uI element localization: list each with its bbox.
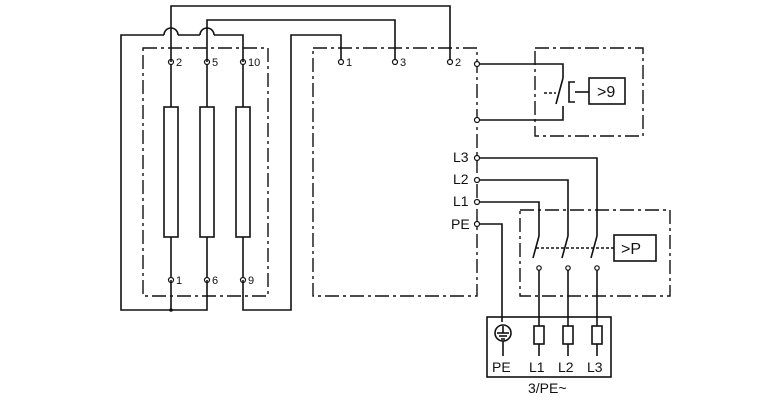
supply-terminal-box: PE L1 L2 L3 3/PE~ <box>486 316 612 396</box>
junction-top-label: 3 <box>400 57 406 69</box>
ground-icon <box>494 324 512 342</box>
fuse-icon <box>562 325 574 345</box>
junction-top-label: 1 <box>346 57 352 69</box>
switch-contact-icon <box>555 77 564 105</box>
supply-label-l2: L2 <box>558 359 574 375</box>
supply-enclosure <box>486 316 612 378</box>
junction-terminal-3 <box>391 58 399 66</box>
thermostat-label: >9 <box>597 84 615 101</box>
junction-thermostat-terminal <box>473 116 481 124</box>
fuse-icon <box>533 325 545 345</box>
heating-element-3 <box>235 106 251 238</box>
fuse-icon <box>591 325 603 345</box>
heating-element-1 <box>163 106 179 238</box>
wire-heater5-junction3 <box>206 19 396 62</box>
junction-top-label: 2 <box>455 57 461 69</box>
thermostat: >9 <box>479 47 644 137</box>
junction-terminal-l3 <box>473 154 481 162</box>
junction-side-label: L2 <box>453 171 469 187</box>
heater-bottom-label: 6 <box>212 275 218 287</box>
switch-contact-icon <box>561 235 569 259</box>
junction-terminal-l2 <box>473 176 481 184</box>
heater-top-label: 2 <box>176 57 182 69</box>
heater-top-label: 10 <box>248 57 260 69</box>
thermostat-enclosure <box>534 47 644 137</box>
pe-wire <box>479 223 503 322</box>
supply-label-l1: L1 <box>529 359 545 375</box>
junction-box: 1 3 2 L3 L2 L1 PE <box>312 47 481 297</box>
thermostat-relay-box <box>588 77 626 105</box>
junction-thermostat-terminal <box>473 60 481 68</box>
junction-terminal-1 <box>337 58 345 66</box>
junction-enclosure <box>312 47 478 297</box>
pressure-switch-label: >P <box>621 241 641 258</box>
heater-bottom-label: 1 <box>176 275 182 287</box>
junction-side-label: PE <box>451 216 470 232</box>
switch-contact-icon <box>590 235 598 259</box>
heater-block: 2 5 10 1 6 9 <box>120 27 342 312</box>
heating-element-2 <box>199 106 215 238</box>
junction-terminal-2 <box>446 58 454 66</box>
junction-terminal-pe <box>473 220 481 228</box>
pressure-switch-enclosure <box>519 209 671 297</box>
wire-heater2-junction2 <box>170 5 451 62</box>
supply-label-l3: L3 <box>587 359 603 375</box>
heater-top-label: 5 <box>212 57 218 69</box>
supply-caption: 3/PE~ <box>528 380 567 396</box>
junction-side-label: L1 <box>453 193 469 209</box>
junction-side-label: L3 <box>453 149 469 165</box>
junction-terminal-l1 <box>473 198 481 206</box>
supply-label-pe: PE <box>492 359 511 375</box>
switch-contact-icon <box>532 235 540 259</box>
pressure-relay-box <box>613 234 657 262</box>
pressure-switch: >P <box>479 157 671 326</box>
heater-bottom-label: 9 <box>248 275 254 287</box>
heater-enclosure <box>142 47 269 297</box>
